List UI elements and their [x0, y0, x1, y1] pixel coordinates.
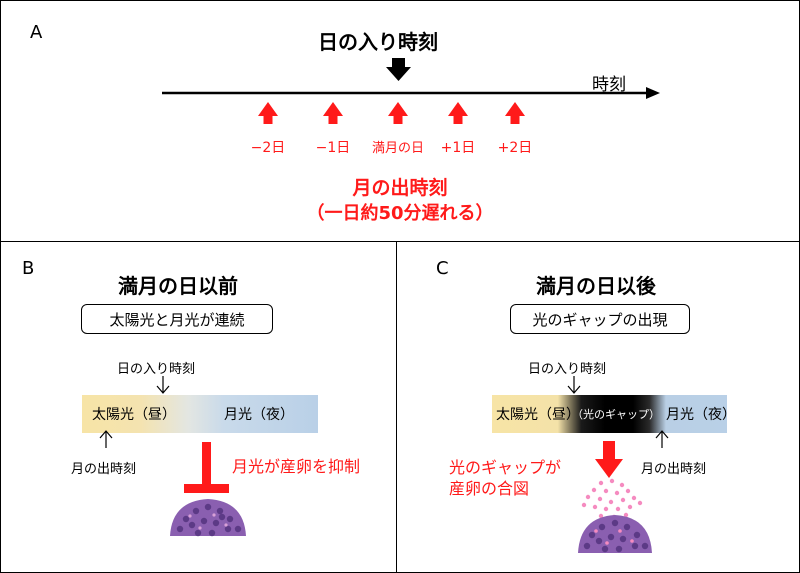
- coral-icon: [170, 499, 246, 537]
- panel-b-sunset-label: 日の入り時刻: [117, 362, 196, 377]
- moonrise-arrow-icon: [448, 102, 468, 124]
- panel-c-sunset-label: 日の入り時刻: [528, 362, 607, 377]
- panel-b-bar-moon: 月光（夜）: [224, 407, 294, 423]
- panel-c-title: 満月の日以後: [536, 274, 656, 298]
- panel-c-bar-sun: 太陽光（昼）: [496, 407, 580, 423]
- panel-c-letter: C: [436, 258, 449, 279]
- moonrise-arrow-icon: [258, 102, 278, 124]
- panel-c-moonrise-label: 月の出時刻: [641, 462, 707, 477]
- moonrise-note: （一日約50分遅れる）: [306, 203, 494, 224]
- panel-b-moonrise-label: 月の出時刻: [71, 462, 137, 477]
- moonrise-arrow-icon: [99, 430, 113, 448]
- panel-c-signal-line2: 産卵の合図: [449, 479, 530, 498]
- day-label: −2日: [250, 140, 286, 156]
- inhibition-icon: [184, 442, 229, 493]
- moonrise-arrow-icon: [388, 102, 408, 124]
- day-label: 満月の日: [371, 141, 424, 156]
- sunset-arrow-icon: [386, 58, 411, 81]
- panel-c-light-bar: 太陽光（昼） （光のギャップ） 月光（夜）: [492, 395, 736, 433]
- eggs-icon: [581, 478, 643, 520]
- moonrise-arrow-icon: [323, 102, 343, 124]
- sunset-arrow-icon: [156, 376, 170, 394]
- panel-b-condition-box: 太陽光と月光が連続: [81, 304, 273, 334]
- panel-a-timeline: [162, 58, 660, 124]
- time-axis-label: 時刻: [592, 75, 626, 95]
- moonrise-title: 月の出時刻: [352, 177, 448, 199]
- divider-horizontal: [0, 241, 800, 242]
- divider-vertical: [396, 241, 397, 573]
- day-label: +2日: [497, 140, 533, 156]
- panel-a-sunset-label: 日の入り時刻: [318, 30, 438, 54]
- day-label: +1日: [440, 140, 476, 156]
- panel-b-graphics: [99, 376, 246, 537]
- trigger-arrow-icon: [595, 441, 623, 478]
- panel-c-bar-moon: 月光（夜）: [666, 407, 736, 423]
- day-label: −1日: [315, 140, 351, 156]
- panel-c-condition-box: 光のギャップの出現: [510, 304, 690, 334]
- panel-a-letter: A: [30, 22, 43, 43]
- panel-b-light-bar: 太陽光（昼） 月光（夜）: [82, 395, 318, 433]
- moonrise-arrow-icon: [655, 430, 669, 448]
- time-axis-arrowhead: [646, 87, 660, 99]
- sunset-arrow-icon: [567, 376, 581, 394]
- moonrise-arrow-icon: [505, 102, 525, 124]
- panel-c-signal-line1: 光のギャップが: [449, 458, 562, 477]
- panel-b-bar-sun: 太陽光（昼）: [92, 407, 176, 423]
- panel-b-inhibit-label: 月光が産卵を抑制: [232, 457, 361, 476]
- panel-c-bar-gap: （光のギャップ）: [572, 408, 660, 421]
- panel-c-graphics: [567, 376, 669, 553]
- coral-icon: [578, 515, 652, 553]
- panel-b-letter: B: [22, 258, 35, 279]
- panel-b-title: 満月の日以前: [118, 274, 238, 298]
